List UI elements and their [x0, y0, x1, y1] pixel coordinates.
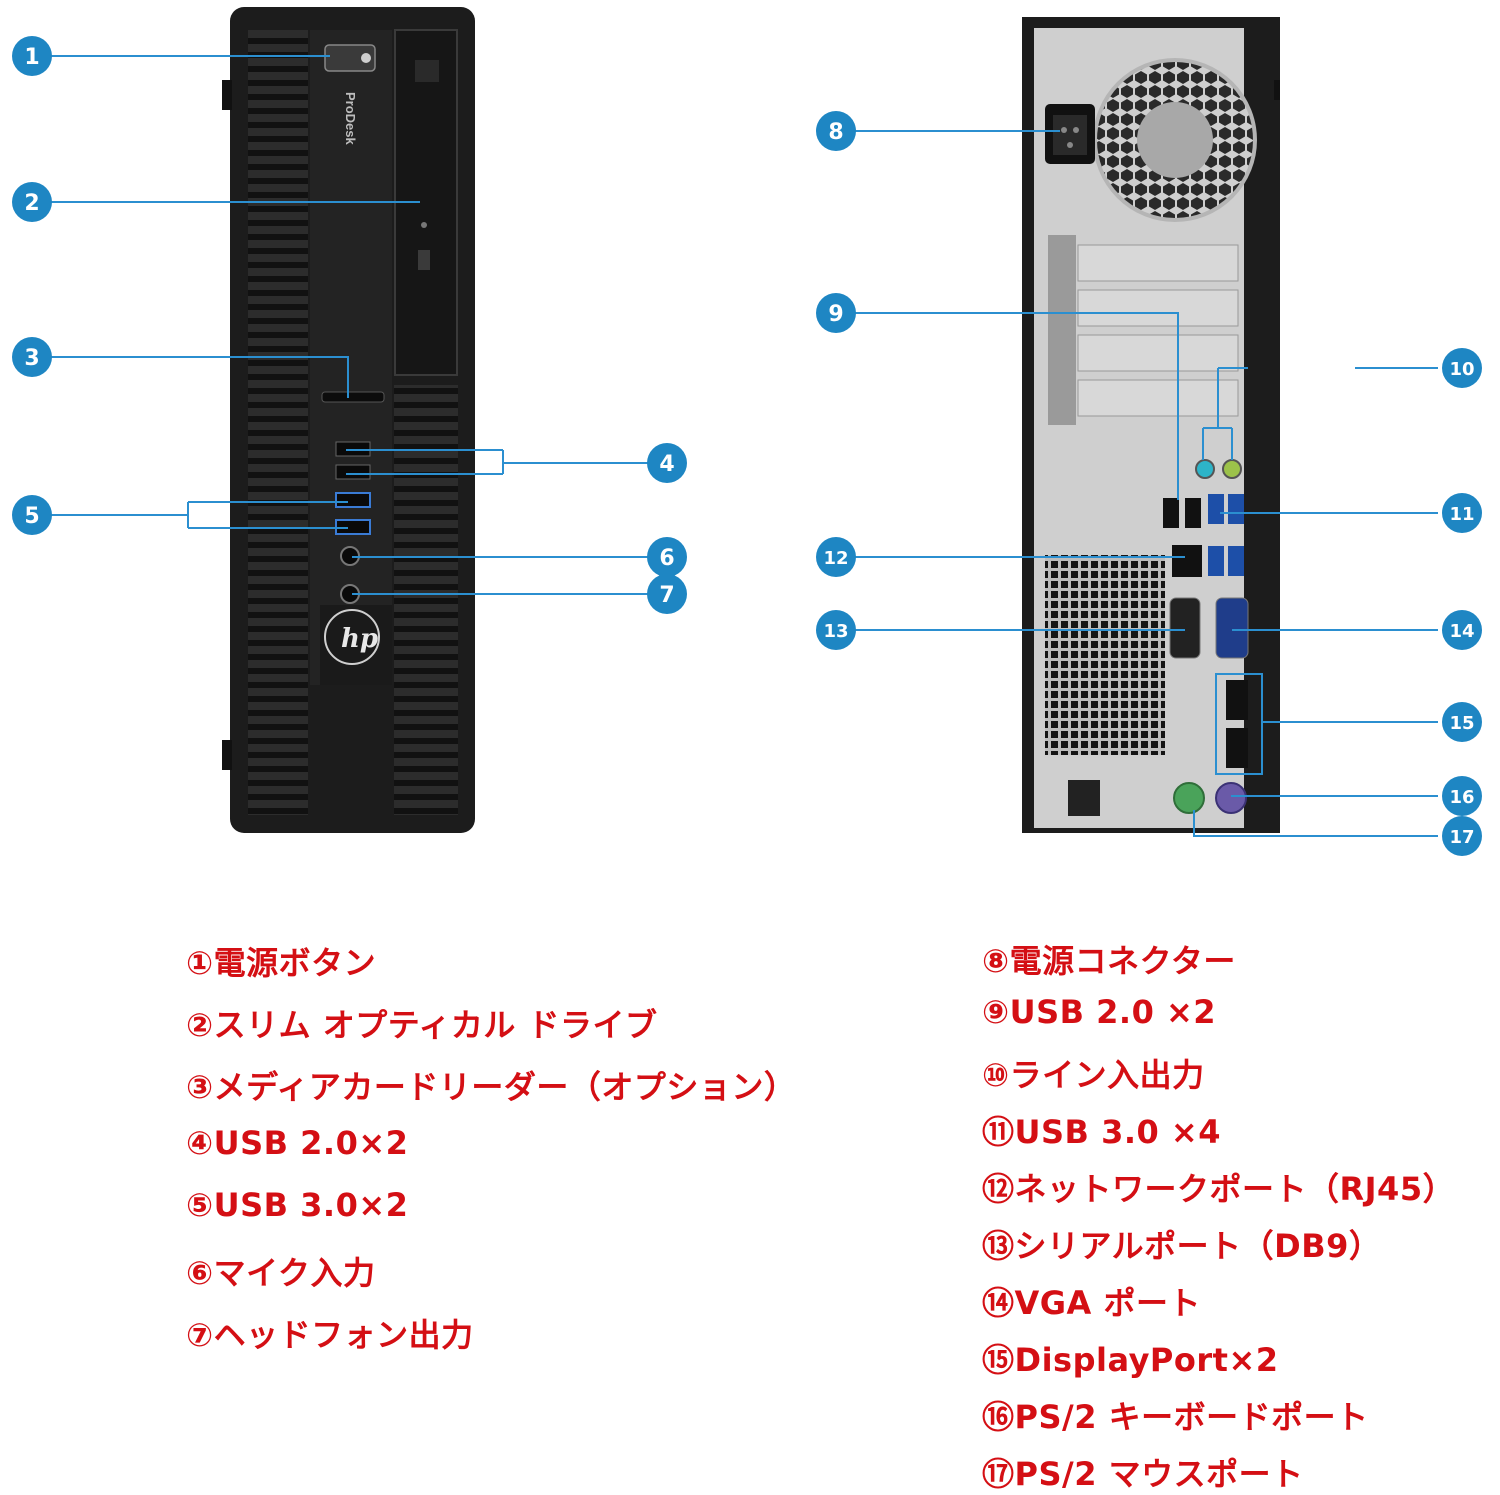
callout-15: 15 [1442, 702, 1482, 742]
svg-text:13: 13 [823, 621, 848, 642]
svg-text:12: 12 [823, 548, 848, 569]
callout-9: 9 [816, 293, 856, 333]
callout-4: 4 [647, 443, 687, 483]
front-grill-left [248, 30, 308, 815]
legend-item-usb3-front: ⑤USB 3.0×2 [186, 1186, 409, 1224]
usb3-port-a [335, 492, 371, 508]
svg-text:15: 15 [1449, 713, 1474, 734]
svg-text:14: 14 [1449, 621, 1474, 642]
svg-text:1: 1 [24, 45, 39, 70]
legend-item-power-connector: ⑧電源コネクター [982, 942, 1236, 980]
callout-14: 14 [1442, 610, 1482, 650]
front-view: ProDesk hp [222, 7, 475, 833]
usb3-rear-d [1228, 546, 1244, 576]
usb3-rear-c [1208, 546, 1224, 576]
legend-item-usb3-rear: ⑪USB 3.0 ×4 [982, 1113, 1221, 1151]
legend-item-power-button: ①電源ボタン [186, 944, 377, 982]
media-card-reader [321, 391, 385, 403]
callout-7: 7 [647, 574, 687, 614]
callout-3: 3 [12, 337, 52, 377]
svg-text:10: 10 [1449, 359, 1474, 380]
ps2-keyboard-port [1215, 782, 1247, 814]
legend-item-serial: ⑬シリアルポート（DB9） [982, 1227, 1382, 1265]
ps2-mouse-port [1173, 782, 1205, 814]
expansion-slot-4 [1077, 379, 1239, 417]
front-grill-right [394, 385, 458, 815]
svg-text:8: 8 [828, 120, 843, 145]
callout-5: 5 [12, 495, 52, 535]
callout-17: 17 [1442, 816, 1482, 856]
leader-lines [48, 55, 1438, 837]
legend-item-card-reader: ③メディアカードリーダー（オプション） [186, 1068, 797, 1106]
svg-text:hp: hp [341, 624, 378, 654]
serial-port [1169, 597, 1201, 659]
expansion-slot-2 [1077, 289, 1239, 327]
displayport-a [1226, 680, 1248, 720]
legend-item-rj45: ⑫ネットワークポート（RJ45） [982, 1170, 1456, 1208]
usb3-rear-b [1228, 494, 1244, 524]
expansion-slot-1 [1077, 244, 1239, 282]
callout-13: 13 [816, 610, 856, 650]
svg-text:2: 2 [24, 191, 39, 216]
svg-text:4: 4 [659, 452, 674, 477]
rear-view [1022, 17, 1280, 833]
power-button [324, 44, 376, 72]
callout-1: 1 [12, 36, 52, 76]
callout-badges: 1 2 3 4 5 6 7 8 9 10 11 12 13 14 15 16 1… [12, 36, 1482, 856]
svg-text:17: 17 [1449, 827, 1474, 848]
callout-12: 12 [816, 537, 856, 577]
rear-mesh [1045, 555, 1165, 755]
usb2-rear-b [1185, 498, 1201, 528]
callout-10: 10 [1442, 348, 1482, 388]
legend-item-headphone: ⑦ヘッドフォン出力 [186, 1316, 474, 1354]
callout-6: 6 [647, 537, 687, 577]
legend-item-mic: ⑥マイク入力 [186, 1254, 376, 1292]
legend-item-ps2-keyboard: ⑯PS/2 キーボードポート [982, 1398, 1369, 1436]
hp-logo [324, 609, 380, 665]
expansion-slot-3 [1077, 334, 1239, 372]
svg-text:16: 16 [1449, 787, 1474, 808]
callout-16: 16 [1442, 776, 1482, 816]
line-in-jack [1195, 459, 1215, 479]
legend-item-ps2-mouse: ⑰PS/2 マウスポート [982, 1455, 1304, 1493]
callout-8: 8 [816, 111, 856, 151]
legend-item-displayport: ⑮DisplayPort×2 [982, 1341, 1279, 1379]
line-out-jack [1222, 459, 1242, 479]
callout-2: 2 [12, 182, 52, 222]
pc-diagram: ProDesk hp [12, 7, 1482, 856]
rj45-port [1172, 545, 1202, 577]
svg-text:6: 6 [659, 546, 674, 571]
usb2-rear-a [1163, 498, 1179, 528]
usb2-port-b [335, 464, 371, 480]
svg-text:5: 5 [24, 504, 39, 529]
svg-text:7: 7 [659, 583, 674, 608]
svg-text:11: 11 [1449, 504, 1474, 525]
legend-item-usb2-rear: ⑨USB 2.0 ×2 [982, 993, 1217, 1031]
legend-item-line-io: ⑩ライン入出力 [982, 1056, 1205, 1094]
legend-item-vga: ⑭VGA ポート [982, 1284, 1201, 1322]
vga-port [1215, 597, 1249, 659]
displayport-b [1226, 728, 1248, 768]
brand-label: ProDesk [343, 92, 358, 146]
usb3-rear-a [1208, 494, 1224, 524]
callout-11: 11 [1442, 493, 1482, 533]
legend-item-optical-drive: ②スリム オプティカル ドライブ [186, 1006, 658, 1044]
svg-text:9: 9 [828, 302, 843, 327]
svg-text:3: 3 [24, 346, 39, 371]
legend-item-usb2-front: ④USB 2.0×2 [186, 1124, 409, 1162]
